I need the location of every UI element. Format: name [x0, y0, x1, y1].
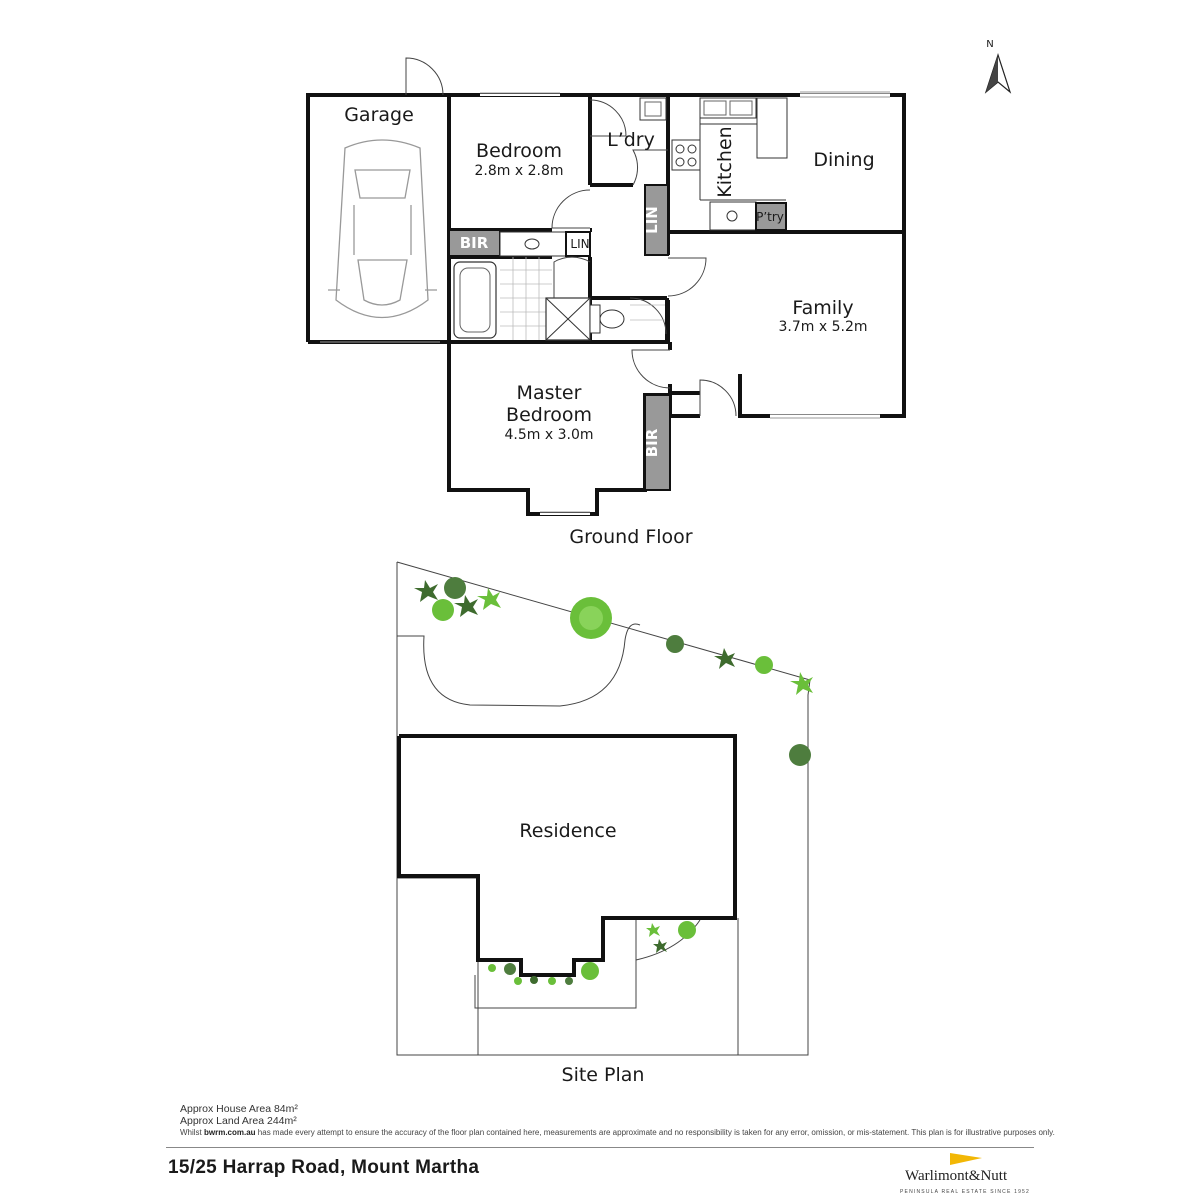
house-area: Approx House Area 84m² [180, 1103, 298, 1115]
laundry-sink-icon [639, 97, 667, 121]
north-compass-icon: N [984, 39, 1012, 94]
plan-notes: Approx House Area 84m² Approx Land Area … [180, 1103, 1055, 1139]
pantry-block [755, 202, 787, 231]
laundry-label: L’dry [607, 129, 655, 151]
master-label-2: Bedroom [506, 404, 592, 426]
kitchen-sink-icon [699, 97, 757, 119]
agency-flag-icon [950, 1153, 982, 1165]
land-area: Approx Land Area 244m² [180, 1115, 297, 1127]
pantry-label: P’try [756, 210, 784, 224]
residence-label: Residence [519, 820, 616, 842]
toilet-icon [589, 304, 625, 334]
bedroom-size: 2.8m x 2.8m [475, 163, 564, 179]
master-size: 4.5m x 3.0m [505, 427, 594, 443]
vanity-icon [499, 231, 567, 257]
dining-label: Dining [813, 149, 874, 171]
disclaimer-prefix: Whilst [180, 1128, 204, 1137]
bir-bedroom-label: BIR [460, 234, 489, 252]
agency-tagline: PENINSULA REAL ESTATE SINCE 1952 [900, 1189, 1031, 1195]
disclaimer-rest: has made every attempt to ensure the acc… [255, 1128, 1055, 1137]
bir-master-block [644, 394, 671, 491]
bathtub-icon [453, 261, 497, 339]
lin-hall-label: LIN [643, 206, 661, 234]
ground-floor-caption: Ground Floor [569, 526, 692, 548]
dishwasher-icon [709, 201, 757, 231]
site-plan: Residence Site Plan [396, 561, 813, 1086]
kitchen-label: Kitchen [714, 126, 736, 197]
compass-label: N [986, 39, 993, 50]
garage-label: Garage [344, 104, 414, 126]
site-plan-caption: Site Plan [562, 1064, 645, 1086]
disclaimer: Whilst bwrm.com.au has made every attemp… [180, 1127, 1055, 1139]
master-label-1: Master [517, 382, 582, 404]
disclaimer-site: bwrm.com.au [204, 1128, 256, 1137]
tree-icons [414, 577, 813, 985]
shower-icon [545, 297, 591, 341]
lin-hall-block [644, 184, 669, 256]
agency-logo: Warlimont&Nutt PENINSULA REAL ESTATE SIN… [900, 1152, 1029, 1197]
family-size: 3.7m x 5.2m [779, 319, 868, 335]
property-address: 15/25 Harrap Road, Mount Martha [168, 1157, 480, 1178]
bedroom-label: Bedroom [476, 140, 562, 162]
car-icon [328, 139, 437, 319]
agency-name: Warlimont&Nutt [905, 1168, 1008, 1184]
bir-master-label: BIR [643, 428, 661, 457]
footer-divider [166, 1147, 1034, 1148]
cooktop-icon [671, 139, 701, 171]
family-label: Family [792, 297, 853, 319]
lin-bath-label: LIN [570, 237, 589, 251]
ground-floor-plan: BIR LIN [306, 57, 906, 548]
